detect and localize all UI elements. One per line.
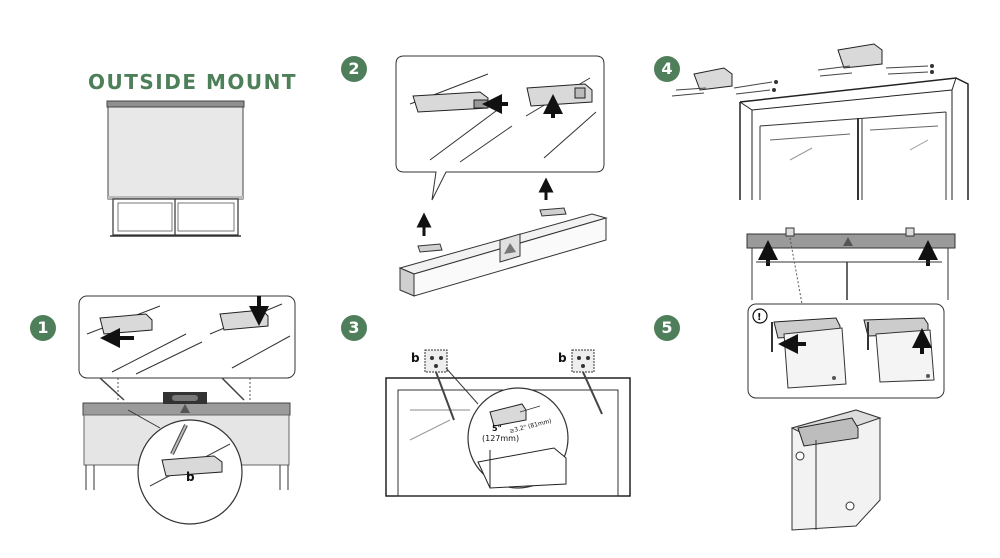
step-badge-2: 2 [341, 56, 367, 82]
step-1-illustration: b [78, 295, 296, 525]
step-5-caution-mark: ! [757, 312, 762, 323]
step-2-illustration [395, 55, 608, 297]
step-3-illustration: b b 5" (127mm) ≥3.2" (81mm) [385, 349, 631, 497]
step-1-label-b: b [186, 470, 195, 484]
step-badge-5: 5 [654, 315, 680, 341]
step-4-illustration [671, 43, 969, 200]
page-title: OUTSIDE MOUNT [88, 70, 297, 94]
step-badge-4: 4 [654, 56, 680, 82]
step-badge-3: 3 [341, 315, 367, 341]
step-5-illustration: ! [746, 227, 956, 531]
step-badge-1: 1 [30, 315, 56, 341]
step-3-dim-in: 5" [492, 424, 502, 433]
step-3-label-b-right: b [558, 351, 567, 365]
outside-mount-illustration [106, 100, 245, 237]
step-3-dim-mm: (127mm) [482, 434, 519, 443]
step-3-label-b-left: b [411, 351, 420, 365]
